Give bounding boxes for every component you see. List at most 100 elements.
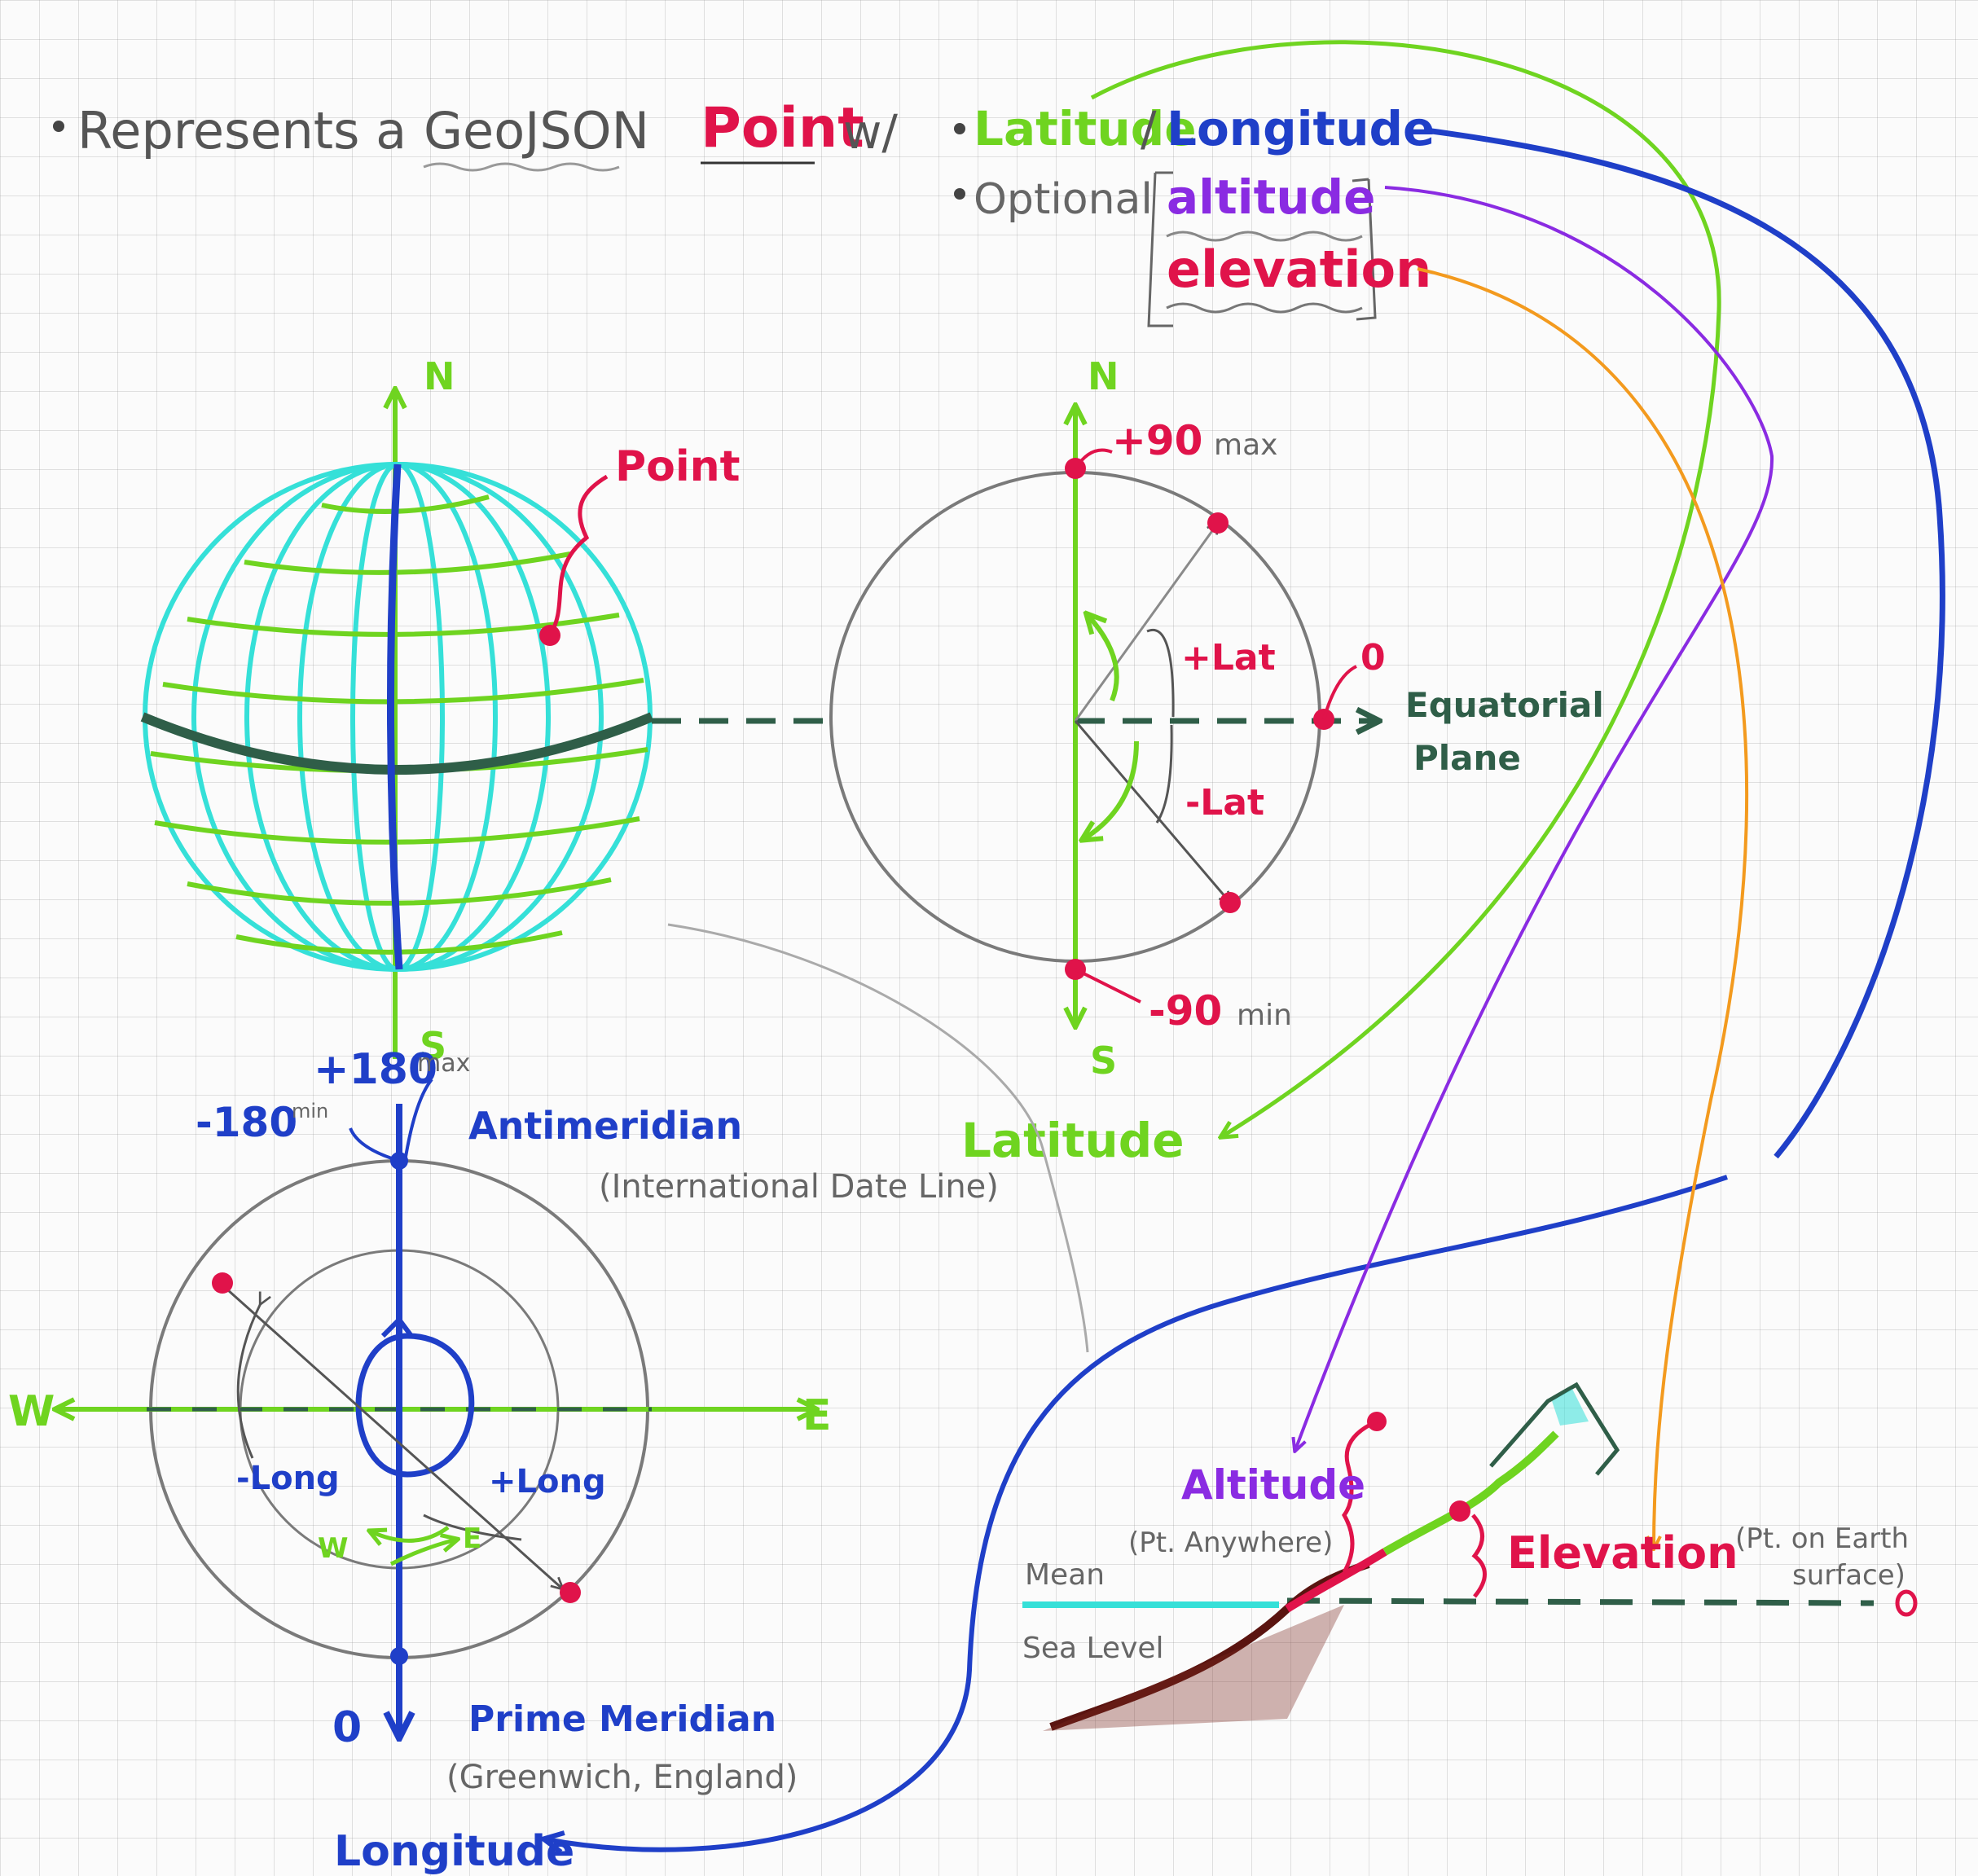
parallel xyxy=(154,816,640,845)
header-optional: Optional xyxy=(974,175,1153,224)
pos-long-label: +Long xyxy=(489,1463,606,1500)
w-small-arrow xyxy=(371,1525,450,1540)
longitude-figure: W E +180 max -180 min Antimeridian (Inte… xyxy=(8,1045,999,1876)
prime-meridian-line xyxy=(386,464,403,970)
lat-min-value: -90 xyxy=(1149,987,1222,1035)
lat-point-dot xyxy=(1207,512,1229,534)
globe-south-label: S xyxy=(420,1024,446,1068)
lat-point-dot xyxy=(1220,892,1241,913)
lat-max-suffix: max xyxy=(1214,428,1277,462)
parallel xyxy=(321,494,490,514)
e-small-arrow xyxy=(389,1540,456,1566)
altitude-brace xyxy=(1342,1419,1378,1574)
neg-lat-label: -Lat xyxy=(1185,782,1264,824)
pos-lat-arc xyxy=(1146,628,1175,718)
terrain-figure: Altitude (Pt. Anywhere) Elevation (Pt. o… xyxy=(1022,1382,1918,1731)
longitude-connector-upper xyxy=(1425,127,1945,1159)
elevation-note-line1: (Pt. on Earth xyxy=(1735,1522,1909,1555)
underwater-hatch xyxy=(1043,1605,1344,1731)
prime-dot xyxy=(390,1647,408,1665)
header-slash: / xyxy=(1141,101,1157,156)
globe-point-label: Point xyxy=(615,442,741,491)
snow-cap xyxy=(1552,1389,1589,1426)
lat-max-leader xyxy=(1074,448,1113,470)
bullet-dot xyxy=(53,121,64,132)
connector-arrows xyxy=(546,40,1945,1850)
lat-max-value: +90 xyxy=(1112,417,1202,464)
greenwich-label: (Greenwich, England) xyxy=(446,1759,798,1796)
latitude-connector xyxy=(1090,40,1721,1136)
header-longitude: Longitude xyxy=(1167,101,1435,156)
lat-min-leader xyxy=(1075,968,1141,1004)
pos-lat-label: +Lat xyxy=(1181,637,1276,679)
header-intro: Represents a xyxy=(77,101,407,160)
latitude-south-label: S xyxy=(1090,1039,1117,1083)
pos-long-arc xyxy=(423,1514,522,1541)
neg-long-arc xyxy=(236,1303,261,1459)
long-max-suffix: max xyxy=(417,1049,470,1078)
sea-level-zero-mark xyxy=(1895,1589,1918,1617)
long-loop-arrow xyxy=(380,1316,414,1338)
header-elevation: elevation xyxy=(1167,239,1431,299)
antimeridian-label: Antimeridian xyxy=(468,1104,742,1148)
long-max-leader xyxy=(404,1078,433,1158)
east-label: E xyxy=(802,1391,832,1440)
longitude-connector-lower xyxy=(546,1175,1728,1850)
green-up-arrow xyxy=(1088,615,1119,702)
long-min-suffix: min xyxy=(292,1100,328,1123)
mean-label: Mean xyxy=(1025,1558,1105,1592)
elevation-label: Elevation xyxy=(1507,1527,1738,1579)
idl-label: (International Date Line) xyxy=(599,1168,999,1206)
header-latitude: Latitude xyxy=(974,101,1197,156)
west-label: W xyxy=(8,1387,55,1436)
sea-level-label: Sea Level xyxy=(1022,1632,1164,1665)
latitude-title: Latitude xyxy=(961,1113,1185,1168)
globe-figure: N S Point xyxy=(140,354,741,1068)
plane-label: Plane xyxy=(1413,738,1521,778)
bracket-right xyxy=(1352,178,1377,321)
neg-lat-vector xyxy=(1074,720,1230,903)
globe-parallels xyxy=(150,494,648,955)
long-point-dot xyxy=(560,1582,581,1603)
point-leader xyxy=(547,474,609,637)
elevation-dot xyxy=(1449,1500,1470,1522)
w-small-label: W xyxy=(318,1532,349,1565)
equator xyxy=(140,712,654,775)
sea-level-dash xyxy=(1286,1597,1875,1606)
altitude-connector xyxy=(1295,186,1774,1450)
parallel xyxy=(162,678,644,705)
latitude-north-label: N xyxy=(1088,354,1119,398)
globe-north-label: N xyxy=(424,354,455,398)
longitude-title: Longitude xyxy=(334,1827,574,1876)
parallel xyxy=(244,551,571,575)
header-altitude: altitude xyxy=(1167,169,1376,225)
equatorial-label: Equatorial xyxy=(1405,685,1604,725)
latitude-figure: N S +90 max +Lat -Lat 0 Equatorial Plane… xyxy=(829,354,1604,1168)
altitude-squiggle xyxy=(1166,231,1363,242)
long-min-value: -180 xyxy=(196,1099,297,1146)
long-zero-label: 0 xyxy=(332,1703,362,1752)
header: Represents a GeoJSON Point w/ Latitude /… xyxy=(53,96,1435,327)
neg-lat-arc xyxy=(1155,724,1173,824)
neg-long-label: -Long xyxy=(236,1460,340,1497)
land-slope xyxy=(1382,1430,1559,1556)
long-point-dot xyxy=(212,1272,233,1294)
pos-lat-vector xyxy=(1074,523,1218,722)
e-small-label: E xyxy=(463,1522,481,1555)
lat-zero-label: 0 xyxy=(1360,637,1386,679)
bullet-dot xyxy=(954,123,965,134)
header-geojson: GeoJSON xyxy=(424,101,649,160)
bracket-left xyxy=(1147,171,1173,327)
header-with: w/ xyxy=(843,104,898,160)
lat-min-suffix: min xyxy=(1237,999,1292,1032)
long-max-value: +180 xyxy=(314,1045,437,1094)
altitude-label: Altitude xyxy=(1181,1461,1365,1509)
prime-meridian-label: Prime Meridian xyxy=(468,1698,776,1740)
mountain-peak xyxy=(1489,1382,1620,1476)
geojson-underline xyxy=(423,162,620,172)
green-down-arrow xyxy=(1084,740,1139,839)
long-min-leader xyxy=(349,1127,400,1162)
elevation-connector xyxy=(1417,267,1749,1548)
elevation-squiggle xyxy=(1166,302,1363,314)
